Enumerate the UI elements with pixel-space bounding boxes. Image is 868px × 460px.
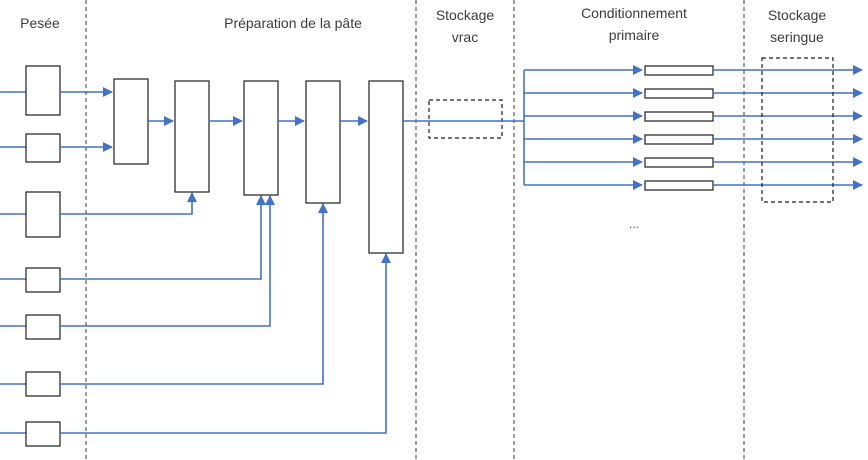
preparation-box-3 (243, 80, 279, 196)
pesee-box-6 (25, 371, 61, 397)
pesee-box-4 (25, 267, 61, 293)
conditionnement-box-6 (644, 180, 714, 191)
section-label-stockage-vrac-2: vrac (452, 29, 478, 45)
conditionnement-branches (524, 65, 643, 190)
preparation-box-5 (368, 80, 404, 254)
section-label-conditionnement-1: Conditionnement (581, 5, 687, 21)
section-label-pesee: Pesée (20, 15, 60, 31)
stockage-seringue-box (761, 57, 834, 203)
pesee-box-2 (25, 133, 61, 163)
preparation-box-1 (113, 78, 149, 165)
output-arrows (713, 65, 863, 190)
pesee-box-7 (25, 421, 61, 447)
pesee-input-lines (0, 91, 26, 434)
preparation-box-4 (305, 80, 341, 204)
section-label-conditionnement-2: primaire (609, 27, 660, 43)
pesee-to-preparation-arrows (60, 87, 391, 434)
conditionnement-box-2 (644, 88, 714, 99)
conditionnement-ellipsis: ... (629, 217, 639, 231)
section-label-stockage-vrac-1: Stockage (436, 7, 495, 23)
section-label-preparation: Préparation de la pâte (224, 15, 362, 31)
stockage-vrac-box (428, 99, 503, 139)
preparation-box-2 (174, 80, 210, 193)
conditionnement-box-5 (644, 157, 714, 168)
section-label-stockage-seringue-2: seringue (770, 29, 824, 45)
pesee-box-3 (25, 191, 61, 238)
conditionnement-box-4 (644, 134, 714, 145)
pesee-box-1 (25, 65, 61, 116)
section-label-stockage-seringue-1: Stockage (768, 7, 827, 23)
conditionnement-box-3 (644, 111, 714, 122)
conditionnement-box-1 (644, 65, 714, 76)
pesee-box-5 (25, 314, 61, 340)
